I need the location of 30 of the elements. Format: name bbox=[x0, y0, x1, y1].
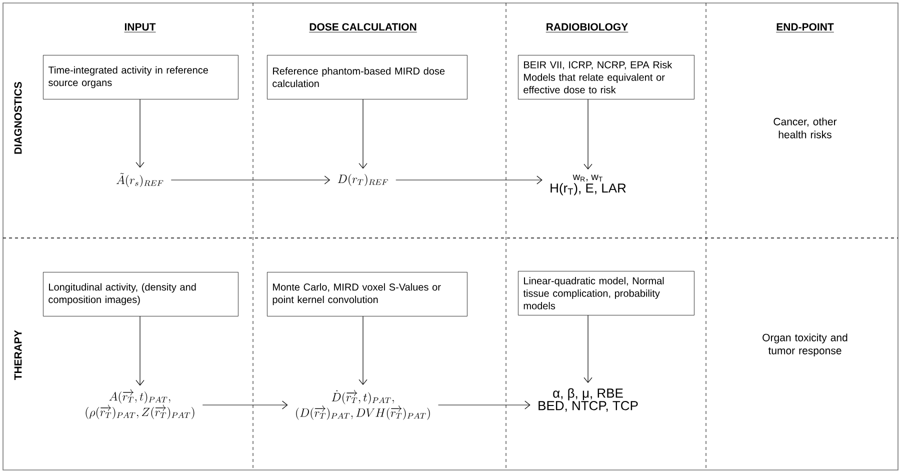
arrow bbox=[358, 316, 368, 386]
process-box: Monte Carlo, MIRD voxel S-Values or point kernel convolution bbox=[267, 272, 468, 316]
arrow bbox=[584, 315, 592, 383]
arrow bbox=[136, 99, 144, 168]
row-heading: DIAGNOSTICS bbox=[14, 82, 22, 154]
formula: $\dot{D}(\overrightarrow{r_T},t)_{PAT},$ $(D(\overrightarrow{r_T})_{PAT}, DVH(\overrightarrow{r_T})_{PAT})$ bbox=[296, 390, 430, 420]
process-box: Linear-quadratic model, Normal tissue complication, probability models bbox=[518, 271, 694, 316]
end-point-text: Organ toxicity and tumor response bbox=[762, 334, 848, 356]
process-box: BEIR VII, ICRP, NCRP, EPA Risk Models that relate equivalent or effective dose to risk bbox=[518, 55, 694, 100]
column-heading: END-POINT bbox=[776, 23, 834, 32]
column-heading: DOSE CALCULATION bbox=[308, 23, 418, 32]
arrow bbox=[170, 176, 330, 184]
arrow bbox=[202, 400, 288, 410]
process-box: Reference phantom-based MIRD dose calculation bbox=[267, 55, 468, 100]
arrow bbox=[438, 400, 530, 410]
process-box: Time-integrated activity in reference source organs bbox=[43, 55, 238, 100]
formula: $A(\overrightarrow{r_T},t)_{PAT},$ $(\rho(\overrightarrow{r_T})_{PAT}, Z(\overrightarrow{r_T})_{PAT})$ bbox=[86, 389, 194, 420]
arrow bbox=[358, 99, 368, 169]
column-heading: INPUT bbox=[124, 23, 156, 32]
column-heading: RADIOBIOLOGY bbox=[546, 23, 628, 32]
formula: $\tilde{A}(r_s)_{REF}$ bbox=[116, 173, 164, 187]
row-heading: THERAPY bbox=[14, 330, 22, 380]
arrow bbox=[584, 99, 592, 170]
formula: $D(r_T)_{REF}$ bbox=[338, 174, 388, 186]
process-box: Longitudinal activity, (density and composition images) bbox=[43, 272, 238, 316]
quantity-list: w$_{R}$, w$_{T}$ H(r$_{T}$), E, LAR bbox=[550, 174, 626, 196]
arrow bbox=[136, 316, 144, 386]
arrow bbox=[396, 176, 542, 184]
end-point-text: Cancer, other health risks bbox=[774, 118, 837, 138]
quantity-list: α, β, μ, RBE BED, NTCP, TCP bbox=[538, 388, 638, 412]
